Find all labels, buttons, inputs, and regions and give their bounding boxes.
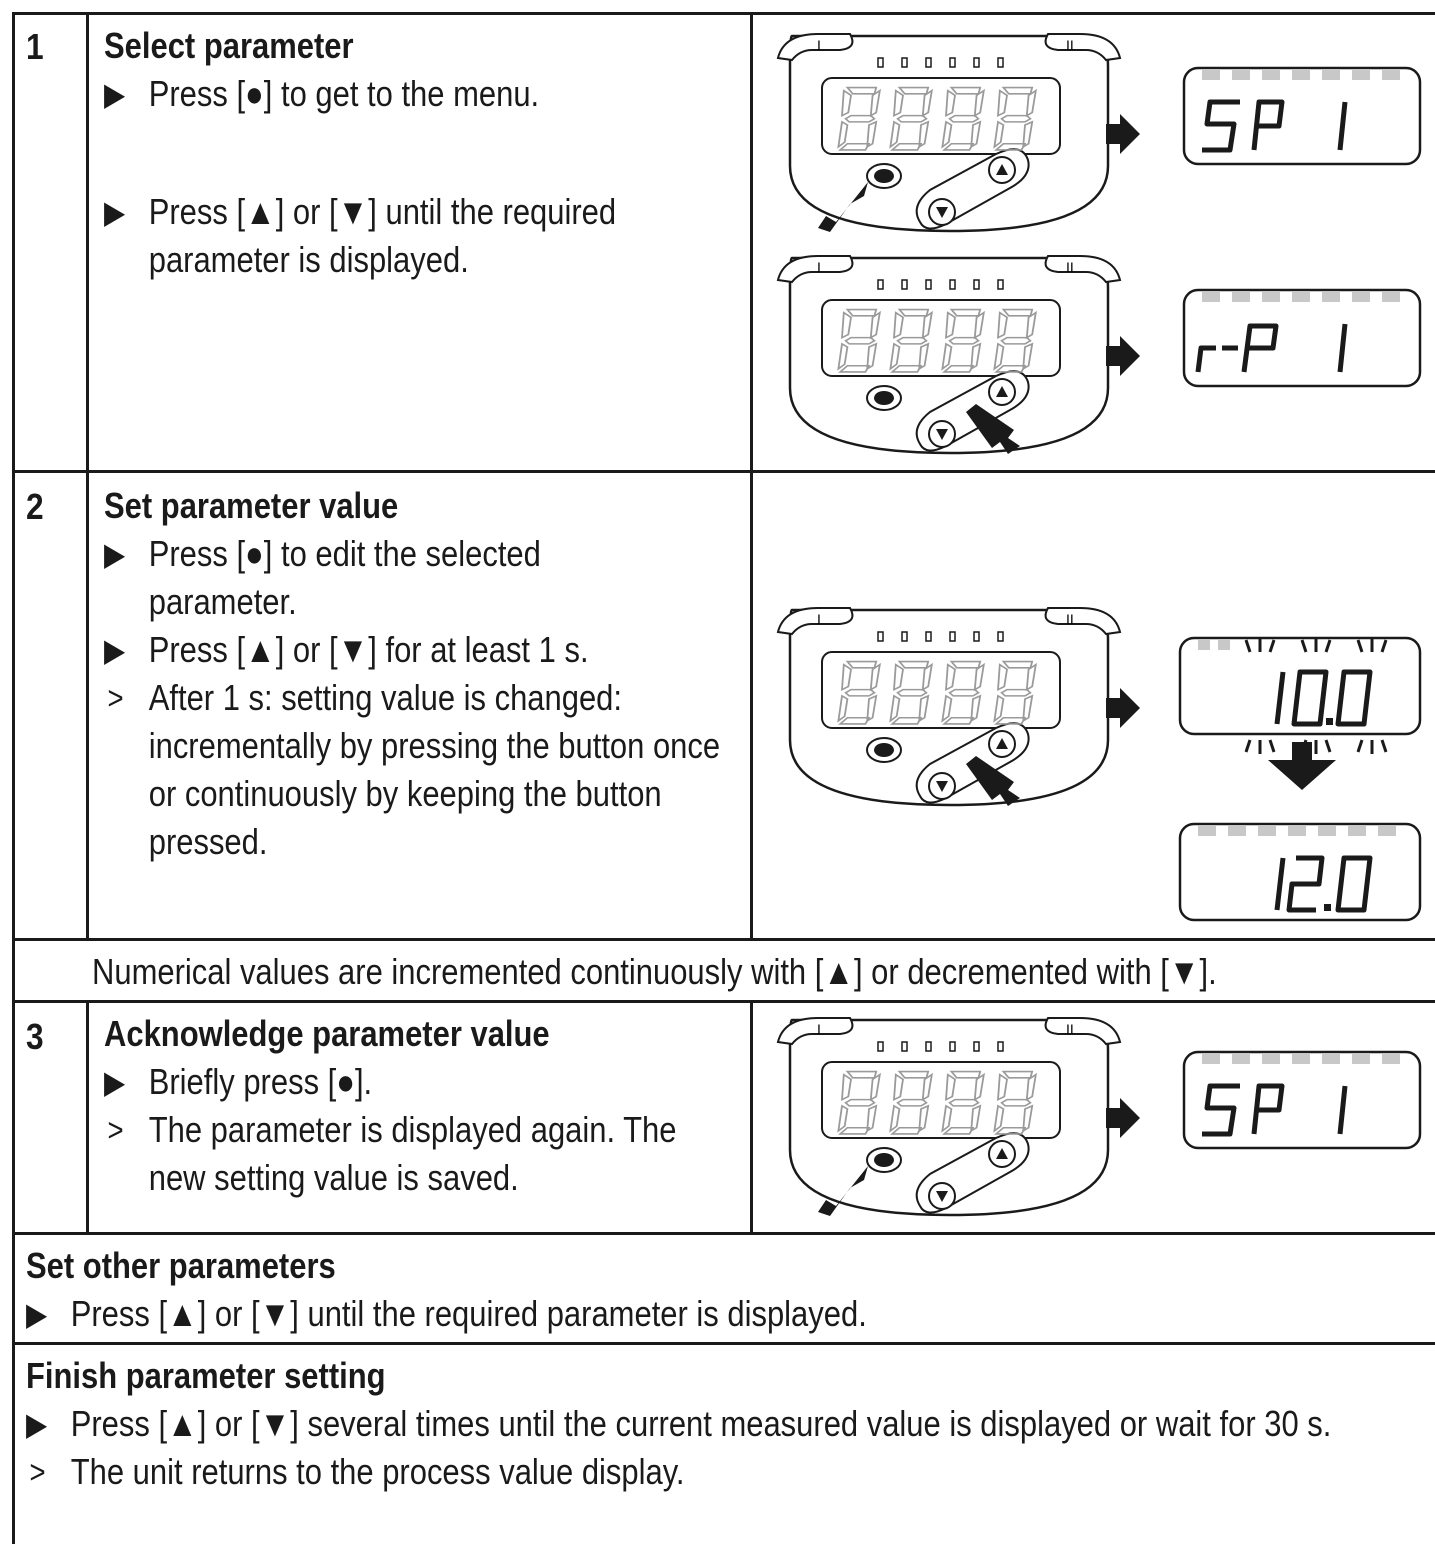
step-2-illustration: I II (776, 606, 1422, 922)
instruction-line: ▶ Press [▲] or [▼] until the required pa… (104, 188, 706, 284)
arrow-right-icon (1106, 114, 1140, 154)
arrow-bullet-icon: ▶ (104, 632, 126, 668)
step-3-content: Acknowledge parameter value ▶ Briefly pr… (104, 1010, 682, 1202)
section-title: Set other parameters (26, 1245, 336, 1286)
arrow-right-icon (1106, 1098, 1140, 1138)
instruction-line: ▶ Press [●] to get to the menu. (104, 70, 706, 118)
device-front: I II (776, 254, 1122, 455)
result-line: > The unit returns to the process value … (26, 1448, 1421, 1496)
pointer-hand-icon (818, 182, 868, 232)
step-number: 1 (26, 26, 44, 67)
display-blinking-value (1178, 636, 1422, 754)
device-front: I II (776, 1016, 1122, 1217)
arrow-bullet-icon: ▶ (104, 76, 126, 112)
arrow-down-icon (1268, 742, 1336, 790)
instruction-line: ▶ Press [▲] or [▼] for at least 1 s. (104, 626, 734, 674)
device-front: I II (776, 32, 1122, 233)
other-parameters-section: Set other parameters ▶ Press [▲] or [▼] … (26, 1242, 867, 1338)
arrow-bullet-icon: ▶ (26, 1406, 48, 1442)
display-new-value (1178, 822, 1422, 922)
note-text: Numerical values are incremented continu… (92, 951, 1217, 992)
result-line: > The parameter is displayed again. The … (104, 1106, 682, 1202)
step-1-illustration: I II I II (776, 32, 1422, 455)
step-3-illustration: I II (776, 1016, 1422, 1217)
result-marker: > (107, 680, 124, 716)
led-label: I (817, 259, 821, 275)
step-number: 3 (26, 1016, 44, 1057)
instruction-line: ▶ Press [▲] or [▼] until the required pa… (26, 1290, 867, 1338)
instruction-line: ▶ Press [●] to edit the selected paramet… (104, 530, 734, 626)
arrow-right-icon (1106, 688, 1140, 728)
step-title: Select parameter (104, 25, 354, 66)
result-marker: > (29, 1454, 46, 1490)
arrow-right-icon (1106, 336, 1140, 376)
result-marker: > (107, 1112, 124, 1148)
pointer-hand-icon (966, 756, 1020, 806)
step-2-content: Set parameter value ▶ Press [●] to edit … (104, 482, 734, 866)
pointer-hand-icon (966, 404, 1020, 454)
arrow-bullet-icon: ▶ (26, 1296, 48, 1332)
display-rp1 (1182, 288, 1422, 388)
result-line: > After 1 s: setting value is changed: i… (104, 674, 734, 866)
step-title: Set parameter value (104, 485, 399, 526)
finish-section: Finish parameter setting ▶ Press [▲] or … (26, 1352, 1421, 1496)
led-label: I (817, 37, 821, 53)
led-label: II (1066, 37, 1074, 53)
section-title: Finish parameter setting (26, 1355, 386, 1396)
display-sp1 (1182, 66, 1422, 166)
led-label: II (1066, 611, 1074, 627)
led-label: I (817, 1021, 821, 1037)
pointer-hand-icon (818, 1166, 868, 1216)
device-front: I II (776, 606, 1122, 807)
instruction-line: ▶ Briefly press [●]. (104, 1058, 682, 1106)
step-title: Acknowledge parameter value (104, 1013, 550, 1054)
instruction-line: ▶ Press [▲] or [▼] several times until t… (26, 1400, 1421, 1448)
step-1-content: Select parameter ▶ Press [●] to get to t… (104, 22, 706, 284)
arrow-bullet-icon: ▶ (104, 536, 126, 572)
display-sp1 (1182, 1050, 1422, 1150)
led-label: II (1066, 259, 1074, 275)
arrow-bullet-icon: ▶ (104, 1064, 126, 1100)
led-label: I (817, 611, 821, 627)
led-label: II (1066, 1021, 1074, 1037)
step-number: 2 (26, 486, 44, 527)
arrow-bullet-icon: ▶ (104, 194, 126, 230)
